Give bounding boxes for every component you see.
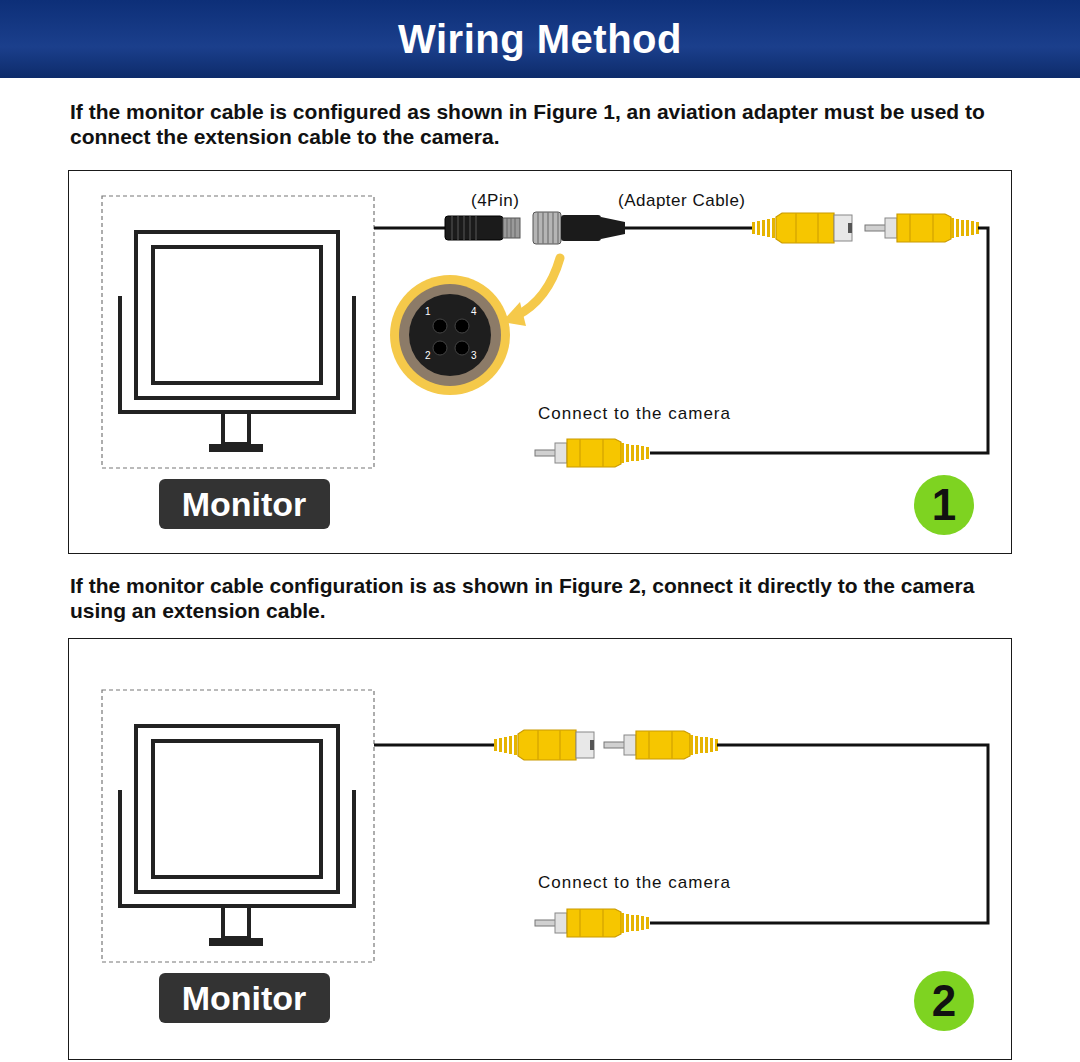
camera-note: Connect to the camera: [538, 873, 731, 893]
pin-number: 3: [471, 350, 477, 361]
aviation-adapter: [533, 212, 625, 244]
figure-panel: If the monitor cable is configured as sh…: [68, 170, 1012, 554]
pin-inset: [390, 258, 560, 395]
figure-number: 1: [914, 475, 974, 535]
figure-caption: If the monitor cable is configured as sh…: [70, 99, 1035, 149]
callout-number: 1: [932, 483, 956, 527]
node-text: Monitor: [182, 979, 307, 1018]
four-pin-connector: [445, 216, 520, 240]
page-title: Wiring Method: [398, 17, 682, 62]
camera-note: Connect to the camera: [538, 404, 731, 424]
pin-number: 1: [425, 306, 431, 317]
figure-panel: If the monitor cable configuration is as…: [68, 638, 1012, 1060]
figure-number: 2: [914, 971, 974, 1031]
cable-label: (Adapter Cable): [618, 191, 746, 211]
monitor-label: Monitor: [159, 479, 330, 529]
title-bar: Wiring Method: [0, 0, 1080, 78]
pin-number: 4: [471, 306, 477, 317]
figure-caption: If the monitor cable configuration is as…: [70, 573, 1035, 623]
monitor-label: Monitor: [159, 973, 330, 1023]
connector-label: (4Pin): [471, 191, 519, 211]
callout-number: 2: [932, 979, 956, 1023]
pin-number: 2: [425, 350, 431, 361]
node-text: Monitor: [182, 485, 307, 524]
